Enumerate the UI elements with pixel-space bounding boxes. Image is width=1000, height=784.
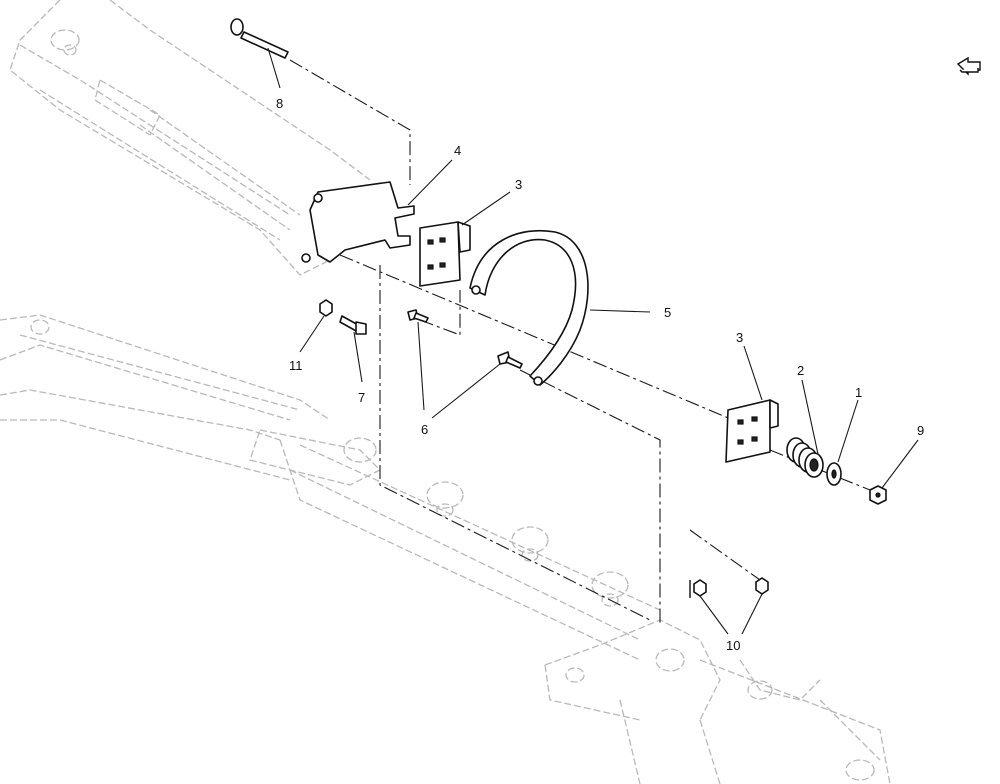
part-9-nut <box>869 485 887 505</box>
part-10-nut-right <box>755 577 769 595</box>
next-page-arrow-icon[interactable] <box>956 56 981 76</box>
callout-3-lower: 3 <box>736 330 743 345</box>
callout-2: 2 <box>797 363 804 378</box>
callout-5: 5 <box>664 305 671 320</box>
callout-11: 11 <box>289 358 303 373</box>
callout-labels: 8 4 3 5 3 2 1 9 11 7 6 10 <box>276 96 924 653</box>
leader-lines <box>267 47 919 635</box>
part-1-washer <box>826 462 842 486</box>
callout-9: 9 <box>917 423 924 438</box>
assembly-centerlines <box>289 59 871 625</box>
part-5-hook-guard <box>469 229 589 386</box>
boom-background <box>0 0 891 784</box>
part-3-pad-upper <box>419 221 471 287</box>
callout-10: 10 <box>726 638 740 653</box>
part-6-bolt-upper <box>407 309 429 323</box>
callout-3-upper: 3 <box>515 177 522 192</box>
part-2-spring <box>786 437 824 478</box>
part-6-bolt-lower <box>497 351 523 369</box>
callout-1: 1 <box>855 385 862 400</box>
part-7-bolt <box>339 315 367 335</box>
part-10-nut-left <box>689 579 707 598</box>
part-11-nut <box>319 299 333 317</box>
part-4-bracket <box>301 181 415 263</box>
callout-7: 7 <box>358 390 365 405</box>
part-3-pad-lower <box>725 399 779 463</box>
callout-8: 8 <box>276 96 283 111</box>
callout-4: 4 <box>454 143 461 158</box>
part-8-pin <box>230 18 289 59</box>
callout-6: 6 <box>421 422 428 437</box>
